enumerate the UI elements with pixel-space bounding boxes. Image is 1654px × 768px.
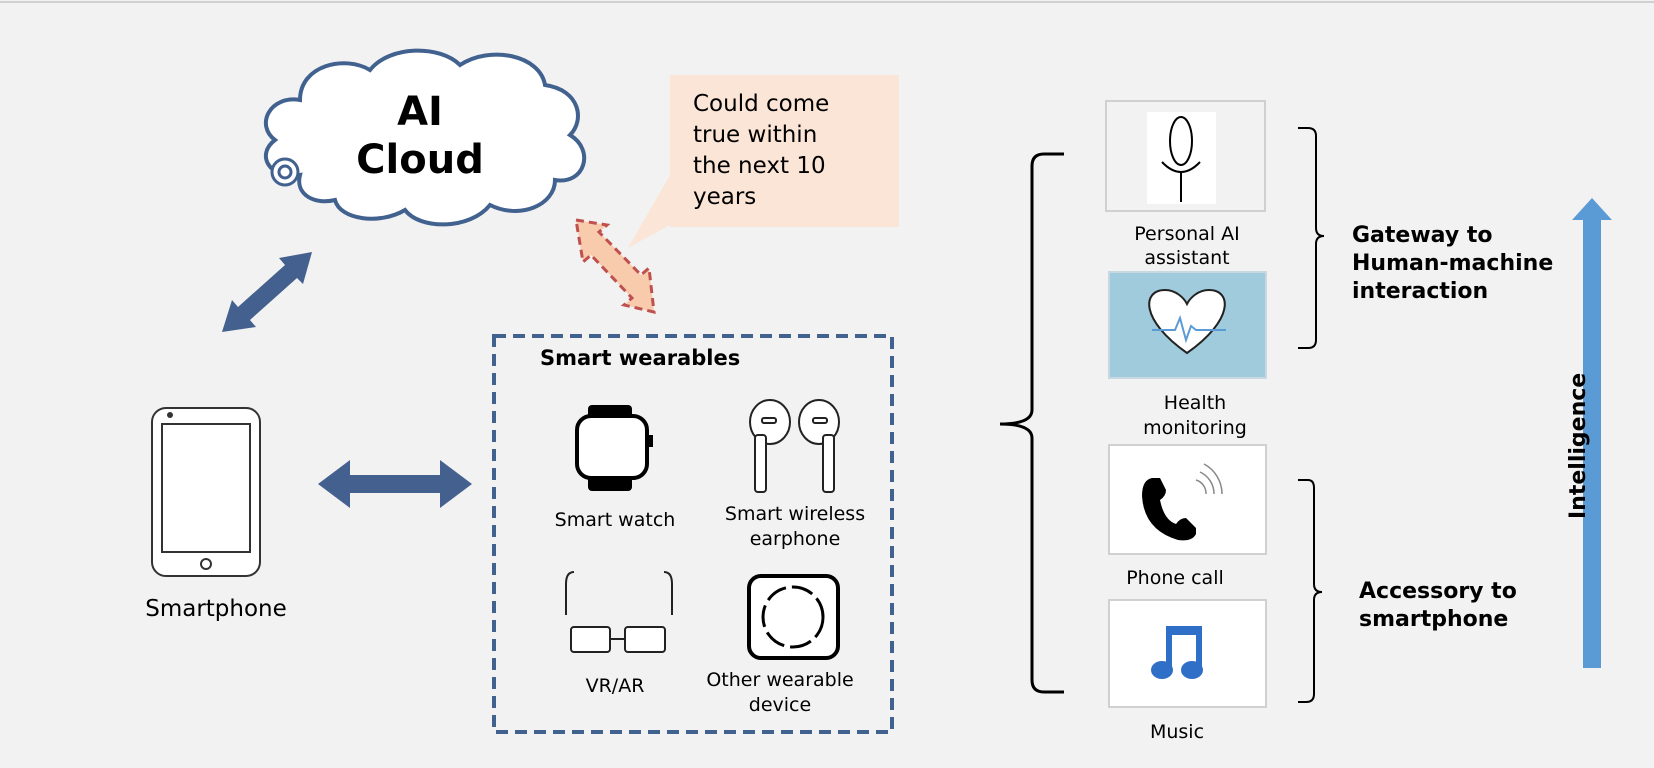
callout-line: Could come [693,91,830,117]
glasses-icon [565,571,673,653]
earphone-label: Smart wireless earphone [715,502,875,552]
cloud-title-line1: AI [397,89,443,135]
smart-watch-label: Smart watch [540,508,690,532]
personal-ai-label-line2: assistant [1144,247,1230,269]
timeline-callout: Could come true within the next 10 years [670,75,899,227]
intelligence-label: Intelligence [1566,372,1591,519]
smartphone-label: Smartphone [145,596,287,622]
callout-line: the next 10 [693,153,826,179]
functions-brace [999,152,1064,694]
other-device-label: Other wearable device [695,668,865,718]
music-box [1108,599,1267,708]
gateway-label: Gateway to Human-machine interaction [1352,222,1582,306]
health-label-line1: Health [1163,392,1227,414]
personal-ai-label-line1: Personal AI [1134,223,1240,245]
accessory-label: Accessory to smartphone [1359,578,1579,634]
cloud-phone-arrow [222,252,312,332]
phone-call-icon [1142,463,1223,541]
gateway-label-line: interaction [1352,279,1489,304]
future-dashed-arrow [574,218,656,314]
callout-line: true within [693,122,818,148]
earphone-icon [749,399,840,493]
gateway-label-line: Gateway to [1352,223,1493,248]
vr-ar-label-line1: VR/AR [585,675,645,697]
cloud-icon [263,48,587,227]
smartphone-icon [151,407,261,577]
gateway-label-line: Human-machine [1352,251,1554,276]
vr-ar-label: VR/AR [545,674,685,698]
accessory-label-line: Accessory to [1359,579,1517,604]
intelligence-arrow [1572,198,1612,668]
gateway-brace [1298,127,1325,349]
other-device-label-line1: Other wearable [706,669,854,691]
earphone-label-line2: earphone [749,528,841,550]
phone-call-label-line1: Phone call [1126,567,1224,589]
cloud-title: AI Cloud [340,88,500,184]
wearables-box [492,334,894,734]
smart-watch-label-line1: Smart watch [554,509,676,531]
accessory-brace [1298,479,1323,703]
personal-ai-label: Personal AI assistant [1105,222,1269,270]
music-note-icon [1151,626,1203,679]
phone-wearables-arrow [318,460,472,508]
health-label-line2: monitoring [1143,417,1247,439]
smart-watch-icon [575,405,653,491]
heart-icon [1148,288,1226,355]
health-label: Health monitoring [1115,391,1275,441]
music-label: Music [1107,720,1247,744]
accessory-label-line: smartphone [1359,607,1509,632]
phone-call-label: Phone call [1100,566,1250,590]
music-label-line1: Music [1149,721,1205,743]
other-device-label-line2: device [748,694,812,716]
callout-pointer [628,175,670,248]
cloud-title-line2: Cloud [356,137,484,183]
microphone-icon [1161,116,1201,202]
earphone-label-line1: Smart wireless [724,503,866,525]
callout-line: years [693,184,757,210]
wearables-title: Smart wearables [540,346,741,370]
other-device-icon [747,574,840,660]
